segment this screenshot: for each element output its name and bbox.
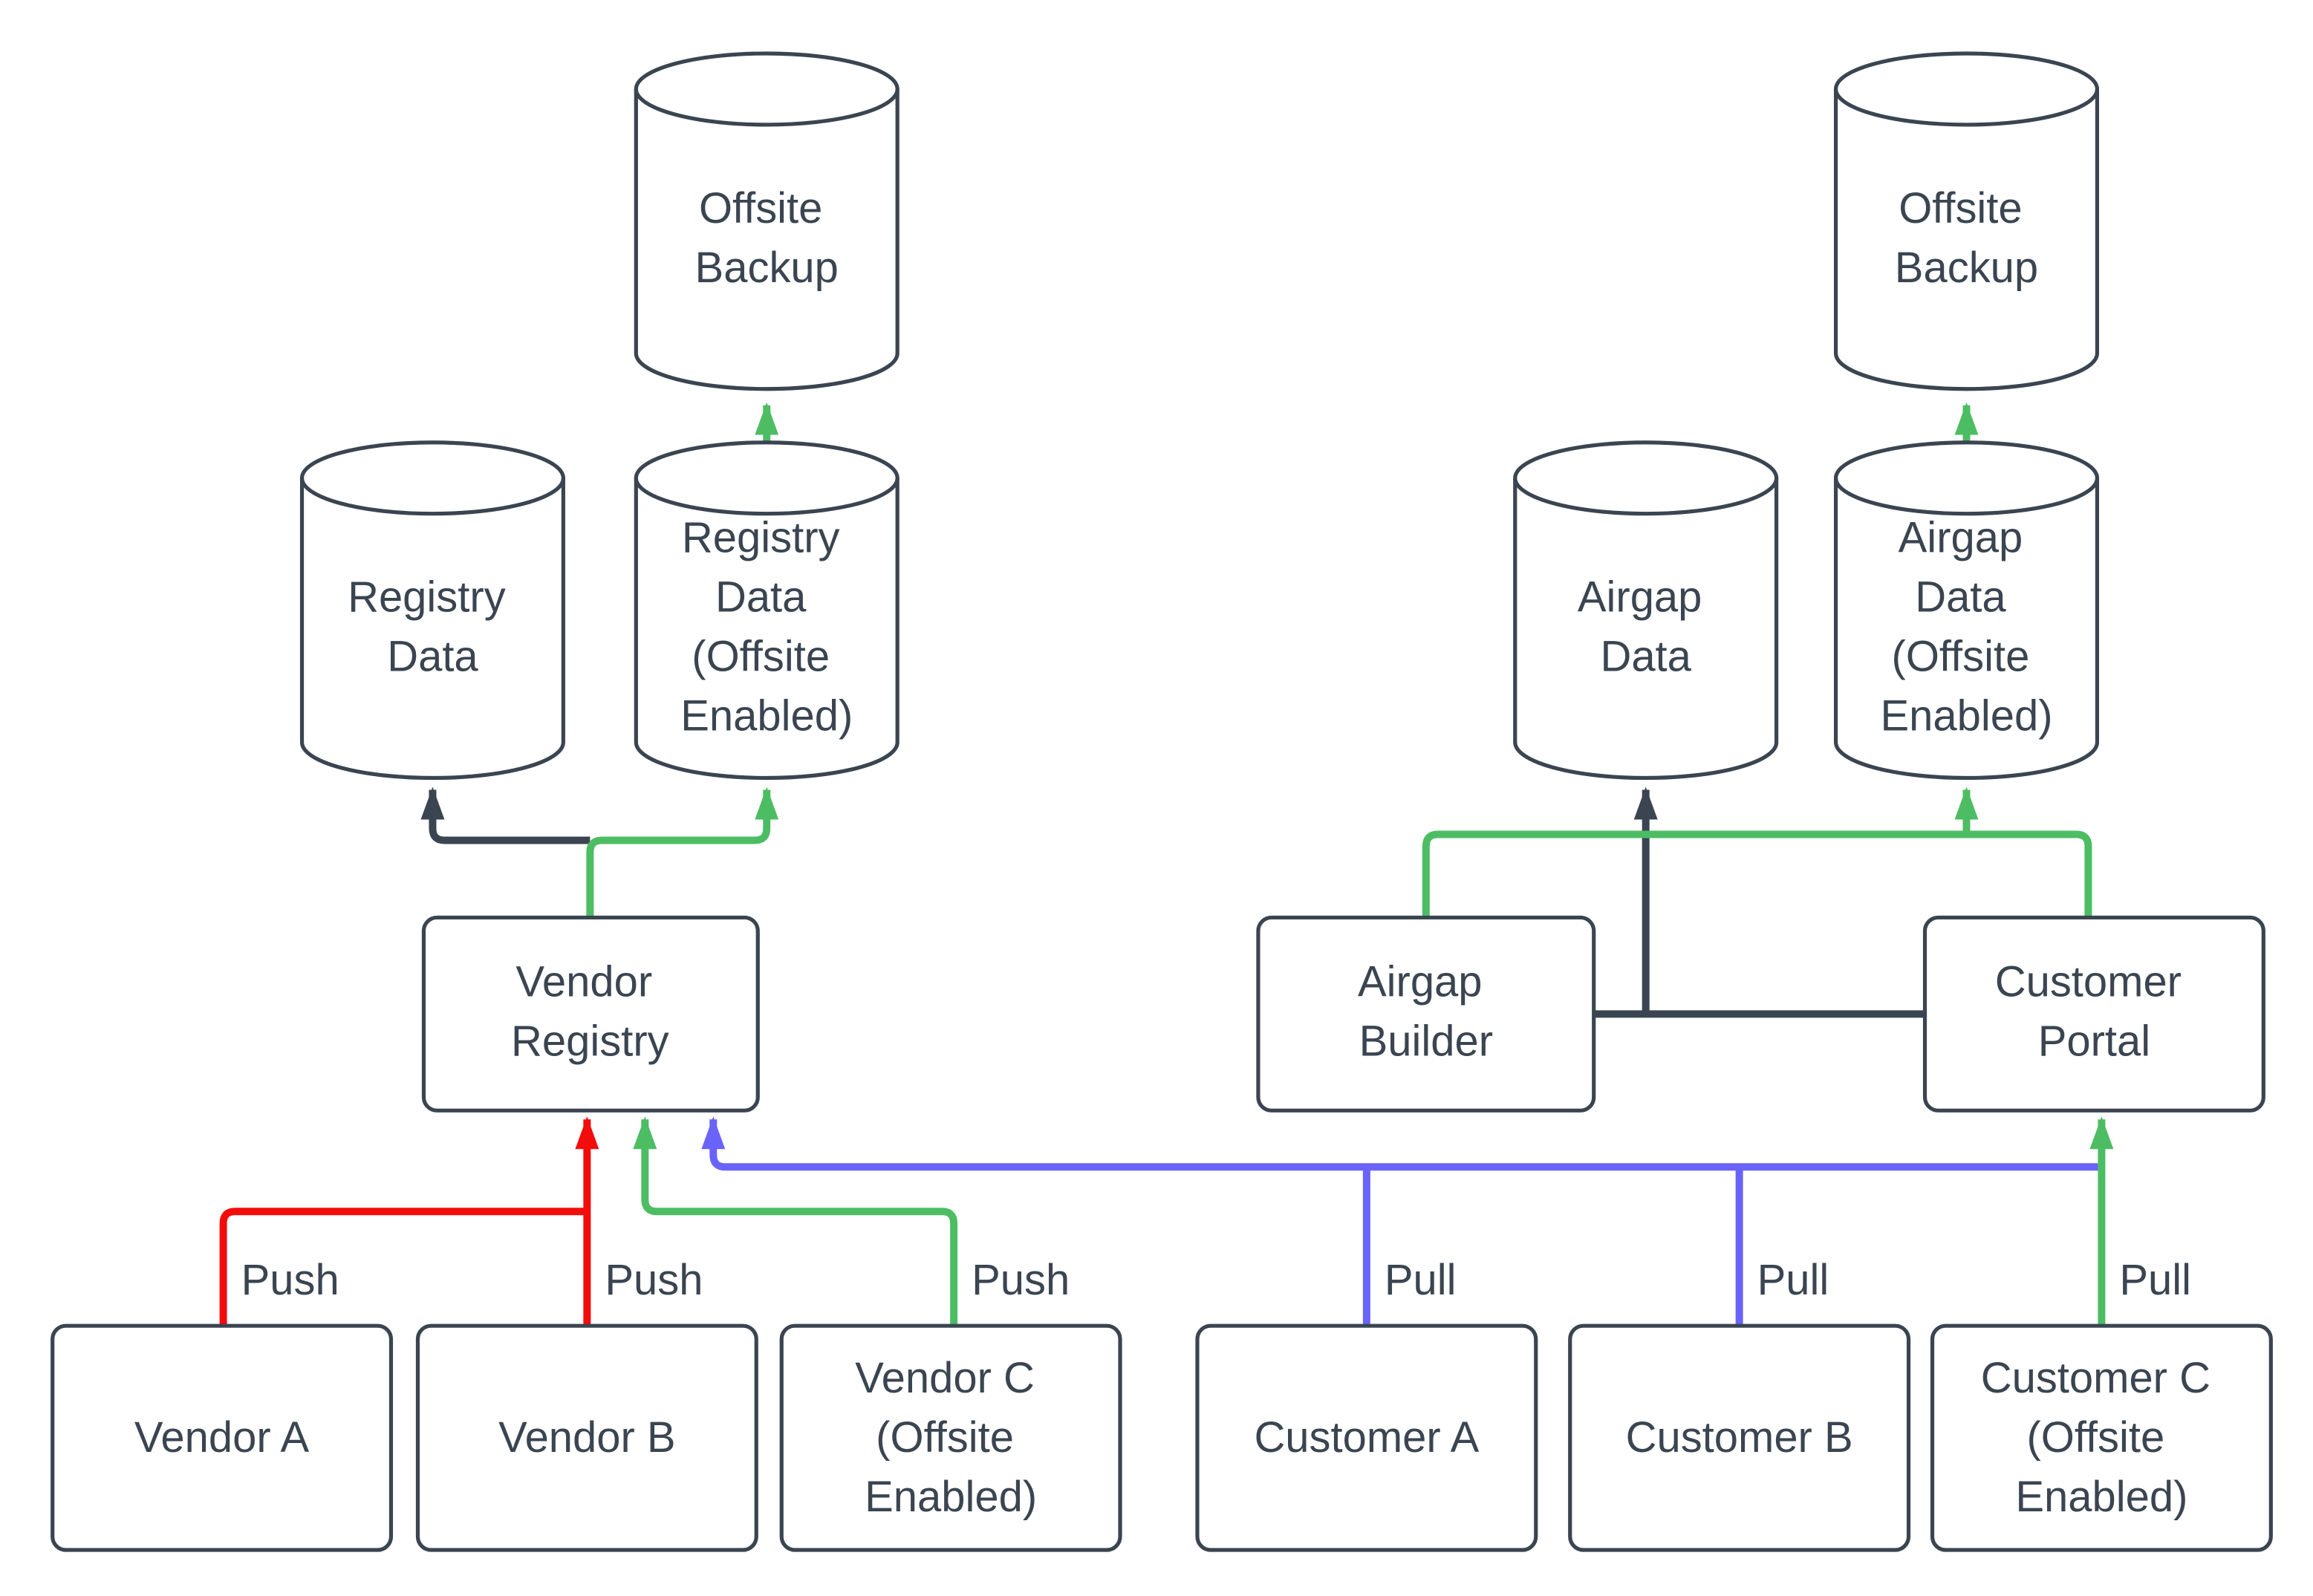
- edge-builder-portal-green-rail: [1422, 830, 2092, 918]
- cylinder-top-arc: [634, 478, 900, 516]
- node-label: Airgap Data (Offsite Enabled): [1880, 515, 2052, 740]
- cylinder-top-arc: [1513, 478, 1779, 516]
- node-label: Registry Data: [348, 574, 518, 681]
- edge-pull-rail: [701, 1116, 2102, 1171]
- push-label-vendor-c: Push: [972, 1257, 1070, 1304]
- cylinder-shape: [634, 440, 900, 781]
- node-label: Vendor A: [134, 1414, 310, 1462]
- node-box: [415, 1323, 758, 1552]
- node-registry-data-offsite: Registry Data (Offsite Enabled): [634, 440, 900, 781]
- node-customer-portal: Customer Portal: [1922, 915, 2265, 1113]
- node-box: [779, 1323, 1122, 1552]
- node-box: [1922, 915, 2265, 1113]
- node-box: [1930, 1323, 2273, 1552]
- push-label-vendor-a: Push: [241, 1257, 339, 1304]
- node-box: [1256, 915, 1596, 1113]
- edges: [219, 402, 2114, 1326]
- node-registry-data: Registry Data: [299, 440, 565, 781]
- cylinder-shape: [634, 51, 900, 391]
- cylinder-top-arc: [1833, 478, 2100, 516]
- cylinder-shape: [299, 440, 565, 781]
- cylinder-top-arc: [634, 88, 900, 127]
- node-label: Registry Data (Offsite Enabled): [680, 515, 853, 740]
- node-offsite-backup-left: Offsite Backup: [634, 51, 900, 391]
- edge-labels: Push Push Push Pull Pull Pull: [241, 1257, 2191, 1304]
- node-label: Vendor B: [498, 1414, 676, 1462]
- node-box: [51, 1323, 394, 1552]
- pull-label-customer-b: Pull: [1757, 1257, 1829, 1304]
- cylinder-shape: [1833, 440, 2100, 781]
- node-customer-b: Customer B: [1568, 1323, 1911, 1552]
- node-box: [1195, 1323, 1538, 1552]
- node-label: Airgap Data: [1578, 574, 1714, 681]
- cylinder-top-arc: [1833, 88, 2100, 127]
- node-label: Vendor C (Offsite Enabled): [855, 1355, 1047, 1521]
- node-vendor-a: Vendor A: [51, 1323, 394, 1552]
- edge-vendor-a-join: [219, 1208, 585, 1326]
- node-label: Customer C (Offsite Enabled): [1981, 1355, 2222, 1521]
- node-label: Customer A: [1254, 1414, 1479, 1462]
- node-vendor-c: Vendor C (Offsite Enabled): [779, 1323, 1122, 1552]
- node-vendor-registry: Vendor Registry: [421, 915, 760, 1113]
- node-customer-c: Customer C (Offsite Enabled): [1930, 1323, 2273, 1552]
- node-label: Customer B: [1626, 1414, 1853, 1462]
- node-customer-a: Customer A: [1195, 1323, 1538, 1552]
- pull-label-customer-a: Pull: [1385, 1257, 1457, 1304]
- node-label: Offsite Backup: [1895, 185, 2038, 292]
- node-label: Customer Portal: [1995, 958, 2193, 1065]
- edge-vendor-c-to-registry: [633, 1116, 958, 1326]
- node-airgap-data: Airgap Data: [1513, 440, 1779, 781]
- node-airgap-data-offsite: Airgap Data (Offsite Enabled): [1833, 440, 2100, 781]
- node-label: Vendor Registry: [511, 958, 669, 1065]
- cylinder-top-arc: [299, 478, 565, 516]
- node-vendor-b: Vendor B: [415, 1323, 758, 1552]
- node-label: Offsite Backup: [695, 185, 839, 292]
- node-box: [421, 915, 760, 1113]
- edge-registry-to-offsite-cylinder: [586, 786, 779, 918]
- push-label-vendor-b: Push: [605, 1257, 703, 1304]
- cylinder-shape: [1513, 440, 1779, 781]
- edge-registry-to-registry-data: [420, 786, 591, 844]
- cylinder-shape: [1833, 51, 2100, 391]
- pull-label-customer-c: Pull: [2119, 1257, 2191, 1304]
- node-offsite-backup-right: Offsite Backup: [1833, 51, 2100, 391]
- node-box: [1568, 1323, 1911, 1552]
- node-label: Airgap Builder: [1358, 958, 1494, 1065]
- node-airgap-builder: Airgap Builder: [1256, 915, 1596, 1113]
